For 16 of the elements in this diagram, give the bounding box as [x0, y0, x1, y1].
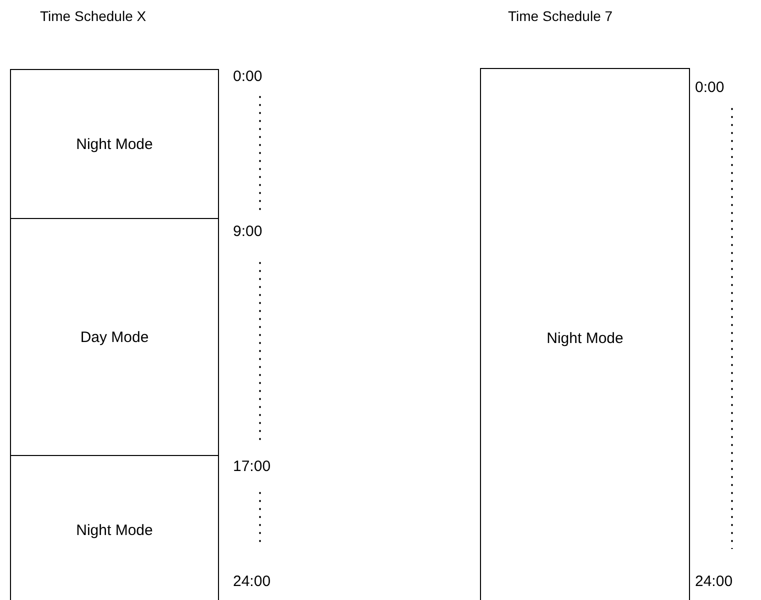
mode-name: Day Mode: [80, 328, 149, 346]
mode-block: [10, 455, 219, 600]
time-label: 24:00: [695, 573, 733, 590]
mode-block: [10, 218, 219, 456]
schedule-title: Time Schedule X: [40, 8, 146, 24]
mode-name: Night Mode: [76, 136, 153, 152]
mode-name: Night Mode: [546, 330, 624, 346]
time-label: 24:00: [233, 573, 271, 590]
time-label: 9:00: [233, 223, 262, 240]
time-label: 0:00: [695, 79, 724, 96]
mode-block: [480, 68, 690, 600]
time-label: 17:00: [233, 458, 271, 475]
time-label: 0:00: [233, 68, 262, 85]
mode-name: Night Mode: [76, 522, 153, 538]
schedule-title: Time Schedule 7: [508, 8, 613, 24]
mode-block: [10, 69, 219, 219]
